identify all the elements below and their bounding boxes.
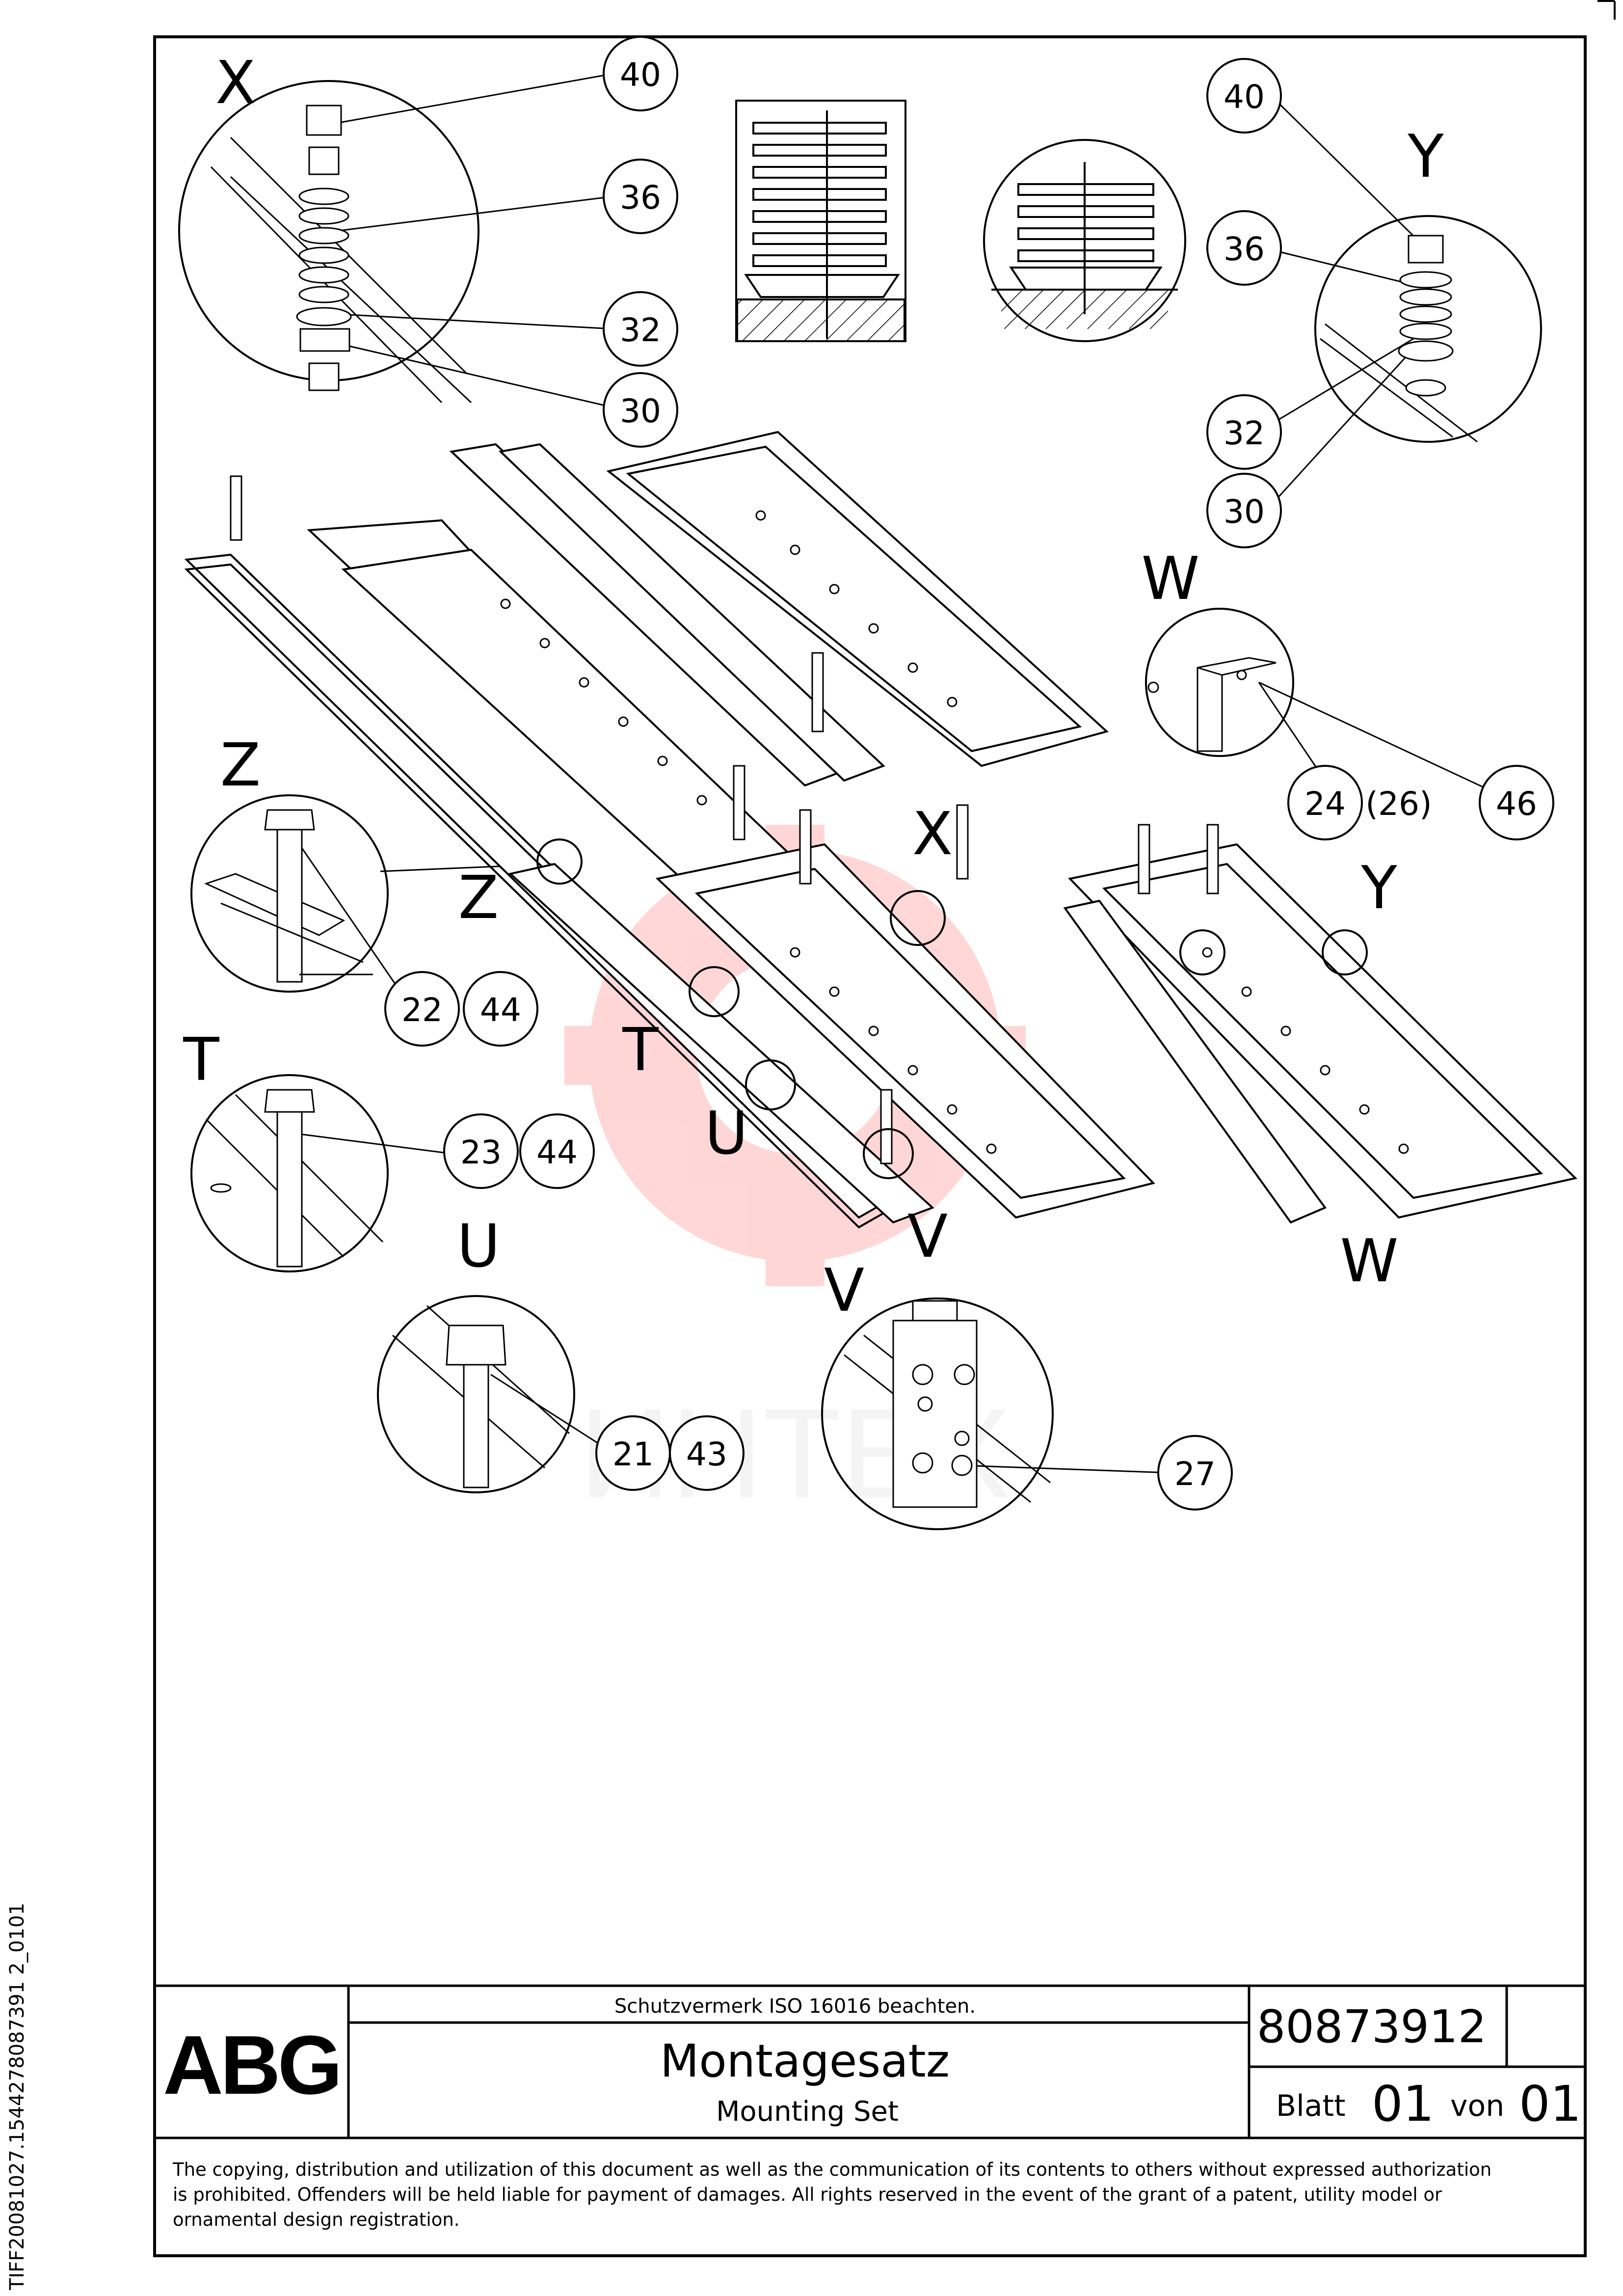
detail-z-bubbles: 22 44 xyxy=(384,971,538,1047)
detail-v-letter: V xyxy=(824,1257,864,1325)
of-label: von xyxy=(1450,2089,1504,2123)
callout-40-x: 40 xyxy=(620,56,661,94)
callout-22-z: 22 xyxy=(401,991,443,1029)
detail-u: U 21 43 xyxy=(377,1213,745,1493)
sheet-frame xyxy=(153,35,1587,2257)
callout-36-y: 36 xyxy=(1224,230,1265,268)
side-code: TIFF20081027.1544278087391 2_0101 xyxy=(6,1903,28,2291)
detail-t-bubbles: 23 44 xyxy=(443,1113,595,1189)
detail-w-letter: W xyxy=(1142,545,1200,613)
callout-27-v: 27 xyxy=(1174,1455,1216,1493)
detail-u-letter: U xyxy=(457,1213,500,1281)
callout-32-y: 32 xyxy=(1224,414,1265,452)
assembly-labels: Z T U V X Y W xyxy=(458,800,1398,1296)
detail-y-bubbles: 40 36 32 30 xyxy=(1206,58,1282,548)
callout-36-x: 36 xyxy=(620,179,661,216)
detail-x-letter: X xyxy=(215,49,256,117)
title-block-text: ABG Schutzvermerk ISO 16016 beachten. Mo… xyxy=(163,1995,1581,2230)
abg-logo: ABG xyxy=(163,2019,340,2112)
main-assembly xyxy=(184,431,1578,1229)
detail-t: T 23 44 xyxy=(183,1026,595,1272)
callout-40-y: 40 xyxy=(1224,78,1265,116)
detail-z-letter: Z xyxy=(220,731,261,800)
detail-y: Y 40 36 32 30 xyxy=(1206,58,1542,548)
disclaimer-line-3: ornamental design registration. xyxy=(173,2209,460,2230)
detail-z: Z 22 44 xyxy=(190,731,538,1047)
callout-24-w: 24 xyxy=(1304,785,1346,823)
assembly-label-z: Z xyxy=(458,864,499,932)
assembly-label-t: T xyxy=(622,1016,659,1084)
disclaimer-line-1: The copying, distribution and utilizatio… xyxy=(172,2159,1491,2180)
title-german: Montagesatz xyxy=(660,2035,950,2087)
assembly-label-u: U xyxy=(705,1100,748,1168)
detail-v-bubbles: 27 xyxy=(1157,1435,1233,1511)
detail-x: X 40 36 32 30 xyxy=(178,36,678,448)
detail-y-letter: Y xyxy=(1407,123,1444,191)
leader-lines xyxy=(298,73,1517,1474)
title-block xyxy=(155,1984,1585,2139)
detail-t-letter: T xyxy=(183,1026,219,1094)
callout-32-x: 32 xyxy=(620,311,661,349)
spring-diagram-rect xyxy=(735,100,906,342)
detail-w: W 24 (26) 46 xyxy=(1142,545,1554,840)
disclaimer-line-2: is prohibited. Offenders will be held li… xyxy=(173,2184,1442,2205)
sheet-number: 01 xyxy=(1372,2075,1434,2133)
callout-44-z: 44 xyxy=(480,991,521,1029)
callout-46-w: 46 xyxy=(1496,785,1537,823)
corner-mark xyxy=(1597,0,1616,20)
protection-note: Schutzvermerk ISO 16016 beachten. xyxy=(614,1995,976,2018)
sheet-label: Blatt xyxy=(1276,2089,1346,2123)
spring-diagram-circle xyxy=(983,139,1186,342)
drawing-number: 80873912 xyxy=(1257,2000,1487,2053)
assembly-label-y: Y xyxy=(1360,854,1397,922)
assembly-label-w: W xyxy=(1340,1227,1399,1296)
detail-w-bubbles: 24 (26) 46 xyxy=(1287,765,1554,840)
callout-30-x: 30 xyxy=(620,392,661,430)
title-english: Mounting Set xyxy=(716,2096,899,2128)
callout-21-u: 21 xyxy=(612,1435,654,1473)
sheet-total: 01 xyxy=(1519,2075,1581,2133)
assembly-label-v: V xyxy=(907,1203,948,1271)
callout-44-t: 44 xyxy=(536,1134,578,1171)
callout-23-t: 23 xyxy=(460,1134,502,1171)
detail-v: V 27 xyxy=(821,1257,1233,1530)
detail-u-bubbles: 21 43 xyxy=(595,1415,745,1491)
callout-26-w: (26) xyxy=(1365,785,1432,823)
detail-x-bubbles: 40 36 32 30 xyxy=(603,36,678,448)
assembly-label-x: X xyxy=(912,800,953,868)
callout-43-u: 43 xyxy=(686,1435,727,1473)
callout-30-y: 30 xyxy=(1224,493,1265,531)
